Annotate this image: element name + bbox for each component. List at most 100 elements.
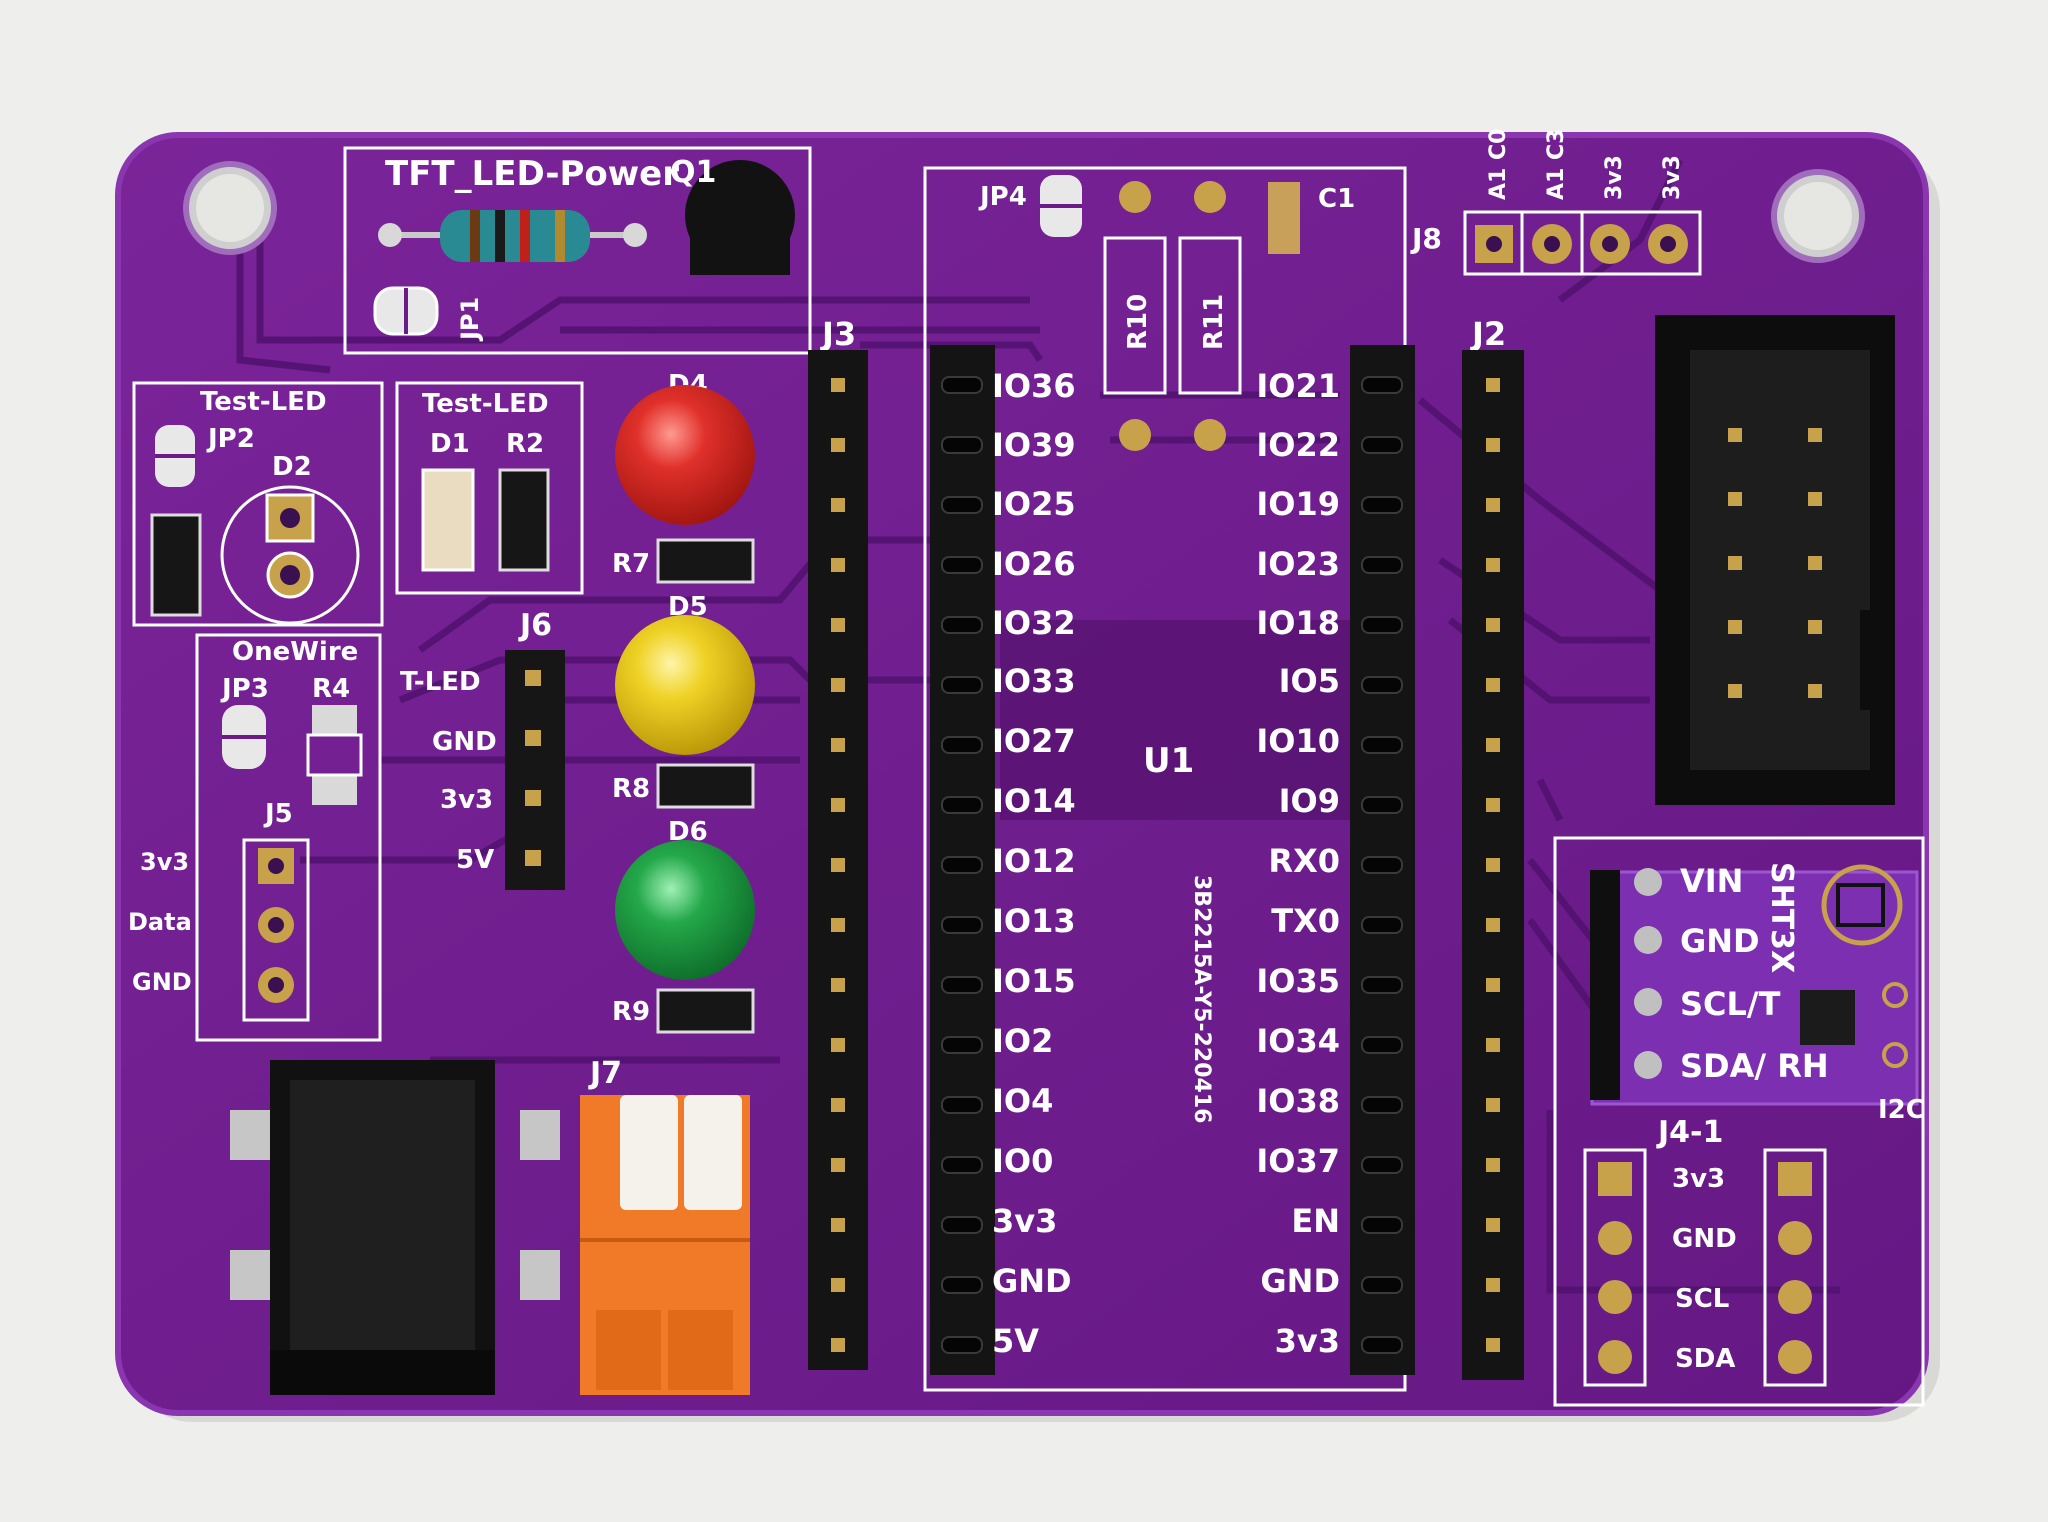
pin-gnd-left: GND <box>992 1262 1072 1300</box>
r9-label: R9 <box>612 997 650 1027</box>
j3-pin <box>831 1098 845 1112</box>
j3-header: J3 <box>808 315 868 1370</box>
d1-label: D1 <box>430 429 470 459</box>
esp-right-socket <box>1361 736 1403 754</box>
j8-pin-3v3-a: 3v3 <box>1602 155 1627 200</box>
box-header-connector <box>1655 315 1895 805</box>
j2-pin <box>1486 618 1500 632</box>
sht-pin-scl: SCL/T <box>1680 985 1781 1023</box>
j4-pin-scl: SCL <box>1675 1284 1729 1314</box>
sht3x-label: SHT3X <box>1764 862 1799 973</box>
esp-right-socket <box>1361 1216 1403 1234</box>
j3-pin <box>831 798 845 812</box>
j2-pin <box>1486 378 1500 392</box>
r11-label: R11 <box>1199 294 1229 350</box>
esp-right-socket <box>1361 1096 1403 1114</box>
j4-pin-gnd: GND <box>1672 1224 1737 1254</box>
pin-io38: IO38 <box>1256 1082 1340 1120</box>
esp-left-socket <box>941 1156 983 1174</box>
j6-pin-5v: 5V <box>456 845 494 875</box>
esp-right-socket <box>1361 976 1403 994</box>
esp-left-socket <box>941 916 983 934</box>
esp-right-socket <box>1361 496 1403 514</box>
j3-pin <box>831 1278 845 1292</box>
j3-pin <box>831 918 845 932</box>
esp-right-socket <box>1361 856 1403 874</box>
u1-label: U1 <box>1143 741 1194 781</box>
j8-header: J8 A1 C0 A1 C3 3v3 3v3 <box>1410 129 1702 276</box>
j5-label: J5 <box>263 799 293 829</box>
esp-left-socket <box>941 1276 983 1294</box>
esp-right-socket <box>1361 1276 1403 1294</box>
j3-pin <box>831 378 845 392</box>
pin-io19: IO19 <box>1256 485 1340 523</box>
module-shadow <box>1000 620 1390 820</box>
c1-capacitor <box>1268 182 1300 254</box>
jp2-label: JP2 <box>206 424 255 454</box>
header-pin-dots <box>831 376 1500 1354</box>
j3-pin <box>831 978 845 992</box>
j8-pin-a1c0: A1 C0 <box>1486 129 1511 200</box>
c1-label: C1 <box>1318 184 1355 214</box>
pin-io15: IO15 <box>992 962 1076 1000</box>
pin-io10: IO10 <box>1256 722 1340 760</box>
sht3x-sensor-block: VIN GND SCL/T SDA/ RH SHT3X I2C <box>1553 836 1925 1407</box>
pin-io35: IO35 <box>1256 962 1340 1000</box>
esp-right-pin-labels: IO21 IO22 IO19 IO23 IO18 IO5 IO10 IO9 RX… <box>1256 367 1340 1360</box>
j8-pin-a1c3: A1 C3 <box>1544 129 1569 200</box>
esp-left-socket <box>941 736 983 754</box>
pin-io23: IO23 <box>1256 545 1340 583</box>
pin-tx0: TX0 <box>1271 902 1340 940</box>
j4-pin-sda: SDA <box>1675 1344 1735 1374</box>
sht-pin-gnd: GND <box>1680 922 1760 960</box>
sht-pin-vin: VIN <box>1680 862 1743 900</box>
esp-left-socket <box>941 1216 983 1234</box>
j2-pin <box>1486 738 1500 752</box>
j3-pin <box>831 1038 845 1052</box>
esp-right-socket <box>1361 916 1403 934</box>
j3-pin <box>831 498 845 512</box>
esp32-module-outline: U1 3B2215A-Y5-220416 JP4 R10 R11 C1 <box>923 166 1407 1392</box>
pin-io34: IO34 <box>1256 1022 1340 1060</box>
esp-left-socket <box>941 1336 983 1354</box>
pin-io27: IO27 <box>992 722 1076 760</box>
pin-io33: IO33 <box>992 662 1076 700</box>
esp-left-socket <box>941 1096 983 1114</box>
esp-left-socket <box>941 616 983 634</box>
smd-component <box>150 513 202 617</box>
j5-pin-gnd: GND <box>132 968 192 996</box>
pin-io25: IO25 <box>992 485 1076 523</box>
pin-io21: IO21 <box>1256 367 1340 405</box>
pin-io9: IO9 <box>1279 782 1340 820</box>
j6-label: J6 <box>518 608 552 643</box>
onewire-block: OneWire JP3 R4 J5 3v3 Data GND <box>128 633 382 1042</box>
pin-io18: IO18 <box>1256 604 1340 642</box>
resistor-body <box>440 210 590 262</box>
pin-io32: IO32 <box>992 604 1076 642</box>
test-led-label-b: Test-LED <box>422 389 549 419</box>
j2-pin <box>1486 978 1500 992</box>
j2-pin <box>1486 1218 1500 1232</box>
esp-left-socket <box>941 556 983 574</box>
esp-right-socket <box>1361 676 1403 694</box>
j2-pin <box>1486 438 1500 452</box>
pin-io2: IO2 <box>992 1022 1053 1060</box>
j2-pin <box>1486 1278 1500 1292</box>
j2-pin <box>1486 678 1500 692</box>
pin-io37: IO37 <box>1256 1142 1340 1180</box>
j3-pin <box>831 618 845 632</box>
j7-terminal-block: J7 <box>580 1056 750 1395</box>
sht3x-chip <box>1800 990 1855 1045</box>
j3-pin <box>831 858 845 872</box>
pin-io4: IO4 <box>992 1082 1053 1120</box>
esp-right-socket <box>1361 376 1403 394</box>
j2-pin <box>1486 918 1500 932</box>
jp4-label: JP4 <box>978 182 1027 212</box>
test-led-d1-block: Test-LED D1 R2 <box>395 381 584 595</box>
esp-left-socket <box>941 856 983 874</box>
led-d4-red: D4 R7 <box>612 370 755 584</box>
esp-left-socket <box>941 1036 983 1054</box>
j2-pin <box>1486 558 1500 572</box>
j4-1-header: J4-1 3v3 GND SCL SDA <box>1583 1115 1827 1387</box>
pin-en: EN <box>1291 1202 1340 1240</box>
